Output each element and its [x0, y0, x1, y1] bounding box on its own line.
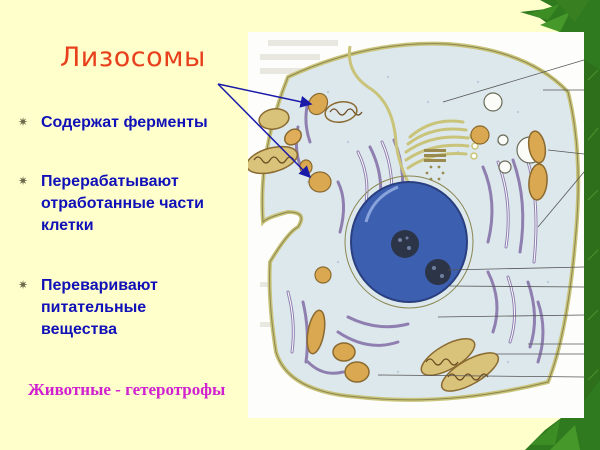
lysosome	[314, 266, 332, 284]
bullet-line: питательные	[41, 299, 147, 316]
bullet-line: отработанные части	[41, 195, 204, 212]
bullet-star-icon: ✷	[18, 278, 29, 292]
bullet-star-icon: ✷	[18, 174, 29, 188]
slide-title: Лизосомы	[60, 42, 206, 73]
animal-cell-illustration	[248, 40, 584, 402]
lysosome	[470, 125, 490, 145]
bullet-line: клетки	[41, 217, 94, 234]
bullet-line: вещества	[41, 321, 117, 338]
lysosome	[299, 159, 313, 175]
bullet-line: Перерабатывают	[41, 173, 179, 190]
lysosome-group	[299, 92, 490, 284]
bullet-star-icon: ✷	[18, 115, 29, 129]
footer-caption: Животные - гетеротрофы	[28, 380, 226, 399]
lysosome	[308, 171, 332, 193]
bullet-line: Переваривают	[41, 277, 158, 294]
bullet-line: Содержат ферменты	[41, 114, 208, 131]
animal-cell-figure	[248, 32, 584, 418]
